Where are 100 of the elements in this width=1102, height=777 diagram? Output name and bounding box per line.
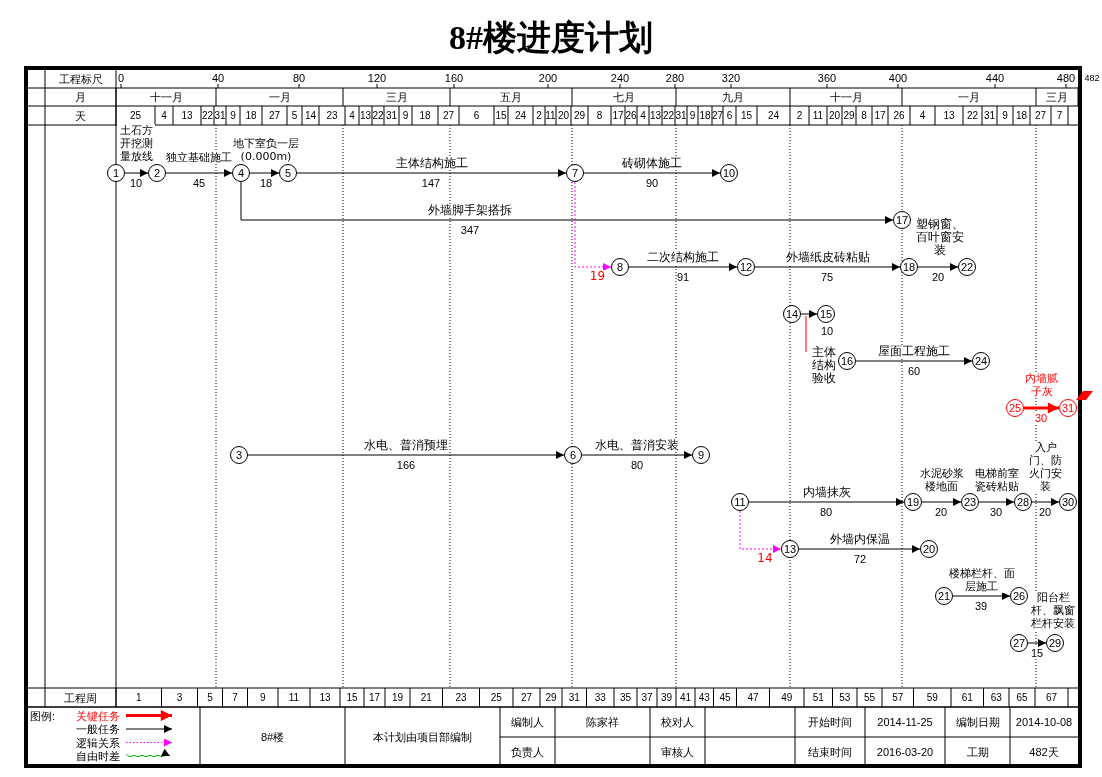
activity-label: 内墙抹灰 [802,486,851,499]
scale-number: 360 [817,71,837,84]
activity-label: 独立基础施工 [166,151,232,164]
activity-label: 主体结构施工 [395,157,468,170]
day-label: 14 [304,109,317,122]
week-number: 43 [698,691,710,704]
week-number: 17 [368,691,381,704]
event-node: 13 [781,540,799,558]
week-number: 45 [719,691,731,704]
event-node: 8 [611,258,629,276]
event-node: 6 [564,446,582,464]
day-label: 6 [726,109,733,122]
day-label: 2 [536,109,542,122]
arrow [165,169,233,177]
week-number: 19 [391,691,404,704]
day-label: 8 [596,109,603,122]
week-number: 49 [781,691,793,704]
day-label: 17 [612,109,624,122]
event-node: 3 [230,446,248,464]
arrow [581,451,693,459]
event-node: 29 [1046,634,1064,652]
day-label: 4 [919,109,926,122]
arrow [247,451,565,459]
duration-label: 90 [645,176,659,189]
week-number: 15 [346,691,358,704]
table-text: 482天 [1029,745,1059,758]
month-label: 三月 [1046,91,1068,103]
day-label: 13 [649,109,662,122]
week-number: 13 [319,691,331,704]
arrow [628,263,738,271]
duration-label: 15 [1030,646,1044,659]
table-text: 2014-11-25 [877,716,933,728]
event-node: 17 [893,211,911,229]
day-label: 20 [828,109,841,122]
arrow [798,545,921,553]
month-label: 七月 [613,91,635,103]
week-number: 29 [545,691,557,704]
arrow [921,498,962,506]
table-text: 陈家祥 [586,716,619,728]
scale-number: 480 [1056,71,1076,84]
scale-number: 120 [367,71,387,84]
event-node: 9 [692,446,710,464]
legend-label: 关键任务 [76,709,120,722]
week-number: 57 [892,691,904,704]
activity-label: 屋面工程施工 [878,345,950,358]
title: 8#楼进度计划 [449,18,653,58]
activity-label: 阳台栏杆、飘窗栏杆安装 [1030,591,1076,630]
week-number: 59 [926,691,938,704]
day-label: 24 [767,109,780,122]
activity-label: 塑钢窗、百叶窗安装 [914,218,966,257]
day-label: 9 [1002,109,1008,122]
event-node: 19 [904,493,922,511]
arrow [249,169,280,177]
legend-label: 逻辑关系 [76,736,120,749]
day-label: 13 [943,109,955,122]
week-number: 65 [1016,691,1028,704]
day-label: 7 [1056,109,1063,122]
arrow [978,498,1015,506]
arrow [952,592,1011,600]
day-label: 27 [711,109,724,122]
event-node: 31 [1059,399,1077,417]
event-node: 1 [107,164,125,182]
table-text: 8#楼 [260,730,285,743]
duration-label: 30 [1034,411,1048,424]
day-label: 11 [545,109,556,122]
week-number: 9 [259,691,266,704]
legend-label: 一般任务 [76,723,120,735]
event-node: 14 [783,305,801,323]
day-label: 22 [372,109,384,122]
duration-label: 45 [192,176,206,189]
day-label: 4 [161,109,167,122]
week-number: 3 [176,691,183,704]
week-number: 11 [288,691,300,704]
arrow [1024,402,1059,414]
arrow [754,263,901,271]
week-number: 25 [490,691,502,704]
day-label: 4 [640,109,646,122]
arrow [800,310,818,318]
scale-number: 482 [1084,71,1100,84]
day-label: 24 [514,109,527,122]
week-number: 61 [961,691,973,704]
week-number: 37 [641,691,653,704]
scale-number: 40 [211,71,225,84]
float-value: 14 [757,552,773,565]
week-number: 47 [747,691,759,704]
event-node: 4 [232,164,250,182]
day-label: 22 [201,109,214,122]
dashed-arrow [574,181,612,271]
arrow [1027,639,1047,647]
week-number: 23 [455,691,467,704]
duration-label: 166 [396,458,416,471]
week-number: 27 [520,691,533,704]
table-text: 校对人 [661,716,694,728]
arrow [748,498,905,506]
arrow [855,357,973,365]
scale-number: 240 [610,71,630,84]
week-number: 63 [990,691,1002,704]
week-number: 7 [232,691,238,704]
row-header: 工程周 [64,691,97,704]
week-number: 5 [207,691,213,704]
